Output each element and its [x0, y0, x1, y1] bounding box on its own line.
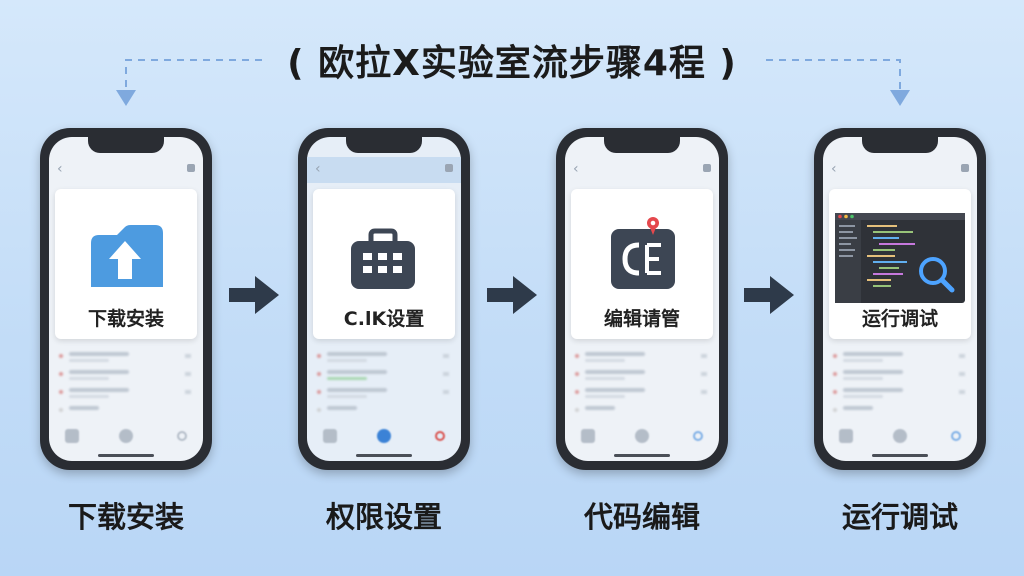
list-item [573, 387, 711, 400]
blurred-list [57, 351, 195, 423]
tab-bar [565, 423, 719, 455]
blurred-list [315, 351, 453, 423]
back-chevron-icon[interactable]: ‹ [57, 161, 63, 177]
step-card[interactable]: 下载安装 [55, 189, 197, 339]
blurred-list [573, 351, 711, 423]
phone-step-3: ‹ 编辑请管 [556, 128, 728, 470]
tab-center-icon[interactable] [377, 429, 391, 443]
menu-icon[interactable] [445, 164, 453, 172]
step-card[interactable]: C.lK设置 [313, 189, 455, 339]
list-item [573, 369, 711, 382]
menu-icon[interactable] [961, 164, 969, 172]
list-item [315, 387, 453, 400]
tab-center-icon[interactable] [635, 429, 649, 443]
card-label: 下载安装 [87, 308, 164, 330]
phone-notch [346, 137, 422, 153]
card-label: 编辑请管 [603, 308, 680, 330]
phone-screen: ‹ C.lK设置 [307, 137, 461, 461]
blurred-list [831, 351, 969, 423]
phone-screen: ‹ 编辑请管 [565, 137, 719, 461]
tab-search-icon[interactable] [951, 431, 961, 441]
step-card[interactable]: 编辑请管 [571, 189, 713, 339]
step-caption-2: 权限设置 [325, 500, 442, 534]
step-caption-1: 下载安装 [67, 500, 184, 534]
tab-search-icon[interactable] [177, 431, 187, 441]
dashed-arrowhead-right [890, 90, 910, 106]
dashed-connector [116, 59, 910, 106]
list-item [315, 369, 453, 382]
list-item [831, 387, 969, 400]
home-indicator [356, 454, 412, 457]
page-title: ( 欧拉X实验室流步骤4程 ) [287, 43, 737, 84]
tab-search-icon[interactable] [693, 431, 703, 441]
tab-bar [49, 423, 203, 455]
step-caption-4: 运行调试 [841, 500, 958, 534]
tab-home-icon[interactable] [581, 429, 595, 443]
phone-notch [604, 137, 680, 153]
phone-notch [862, 137, 938, 153]
tab-bar [307, 423, 461, 455]
back-chevron-icon[interactable]: ‹ [573, 161, 579, 177]
app-bar: ‹ [307, 157, 461, 183]
phone-notch [88, 137, 164, 153]
card-label: 运行调试 [861, 308, 938, 330]
back-chevron-icon[interactable]: ‹ [315, 161, 321, 177]
phone-step-2: ‹ C.lK设置 [298, 128, 470, 470]
menu-icon[interactable] [187, 164, 195, 172]
step-arrow-2 [487, 276, 537, 314]
cloud-upload-icon [91, 225, 163, 287]
tab-center-icon[interactable] [119, 429, 133, 443]
list-item [315, 405, 453, 418]
list-item [831, 351, 969, 364]
tab-home-icon[interactable] [65, 429, 79, 443]
debug-search-icon [835, 213, 965, 303]
list-item [57, 387, 195, 400]
list-item [57, 369, 195, 382]
home-indicator [614, 454, 670, 457]
home-indicator [98, 454, 154, 457]
phone-screen: ‹ 下载安装 [49, 137, 203, 461]
list-item [315, 351, 453, 364]
step-card[interactable]: 运行调试 [829, 189, 971, 339]
menu-icon[interactable] [703, 164, 711, 172]
list-item [831, 369, 969, 382]
app-bar: ‹ [49, 157, 203, 183]
tab-search-icon[interactable] [435, 431, 445, 441]
dashed-arrowhead-left [116, 90, 136, 106]
phone-screen: ‹ [823, 137, 977, 461]
step-arrow-1 [229, 276, 279, 314]
code-editor-icon [611, 217, 675, 289]
list-item [573, 405, 711, 418]
app-bar: ‹ [565, 157, 719, 183]
phone-step-4: ‹ [814, 128, 986, 470]
list-item [573, 351, 711, 364]
tab-home-icon[interactable] [839, 429, 853, 443]
phone-step-1: ‹ 下载安装 [40, 128, 212, 470]
tab-home-icon[interactable] [323, 429, 337, 443]
app-bar: ‹ [823, 157, 977, 183]
home-indicator [872, 454, 928, 457]
toolbox-icon [351, 228, 415, 289]
list-item [831, 405, 969, 418]
tab-bar [823, 423, 977, 455]
back-chevron-icon[interactable]: ‹ [831, 161, 837, 177]
step-caption-3: 代码编辑 [583, 500, 700, 534]
tab-center-icon[interactable] [893, 429, 907, 443]
list-item [57, 351, 195, 364]
step-arrow-3 [744, 276, 794, 314]
list-item [57, 405, 195, 418]
card-label: C.lK设置 [343, 308, 425, 330]
